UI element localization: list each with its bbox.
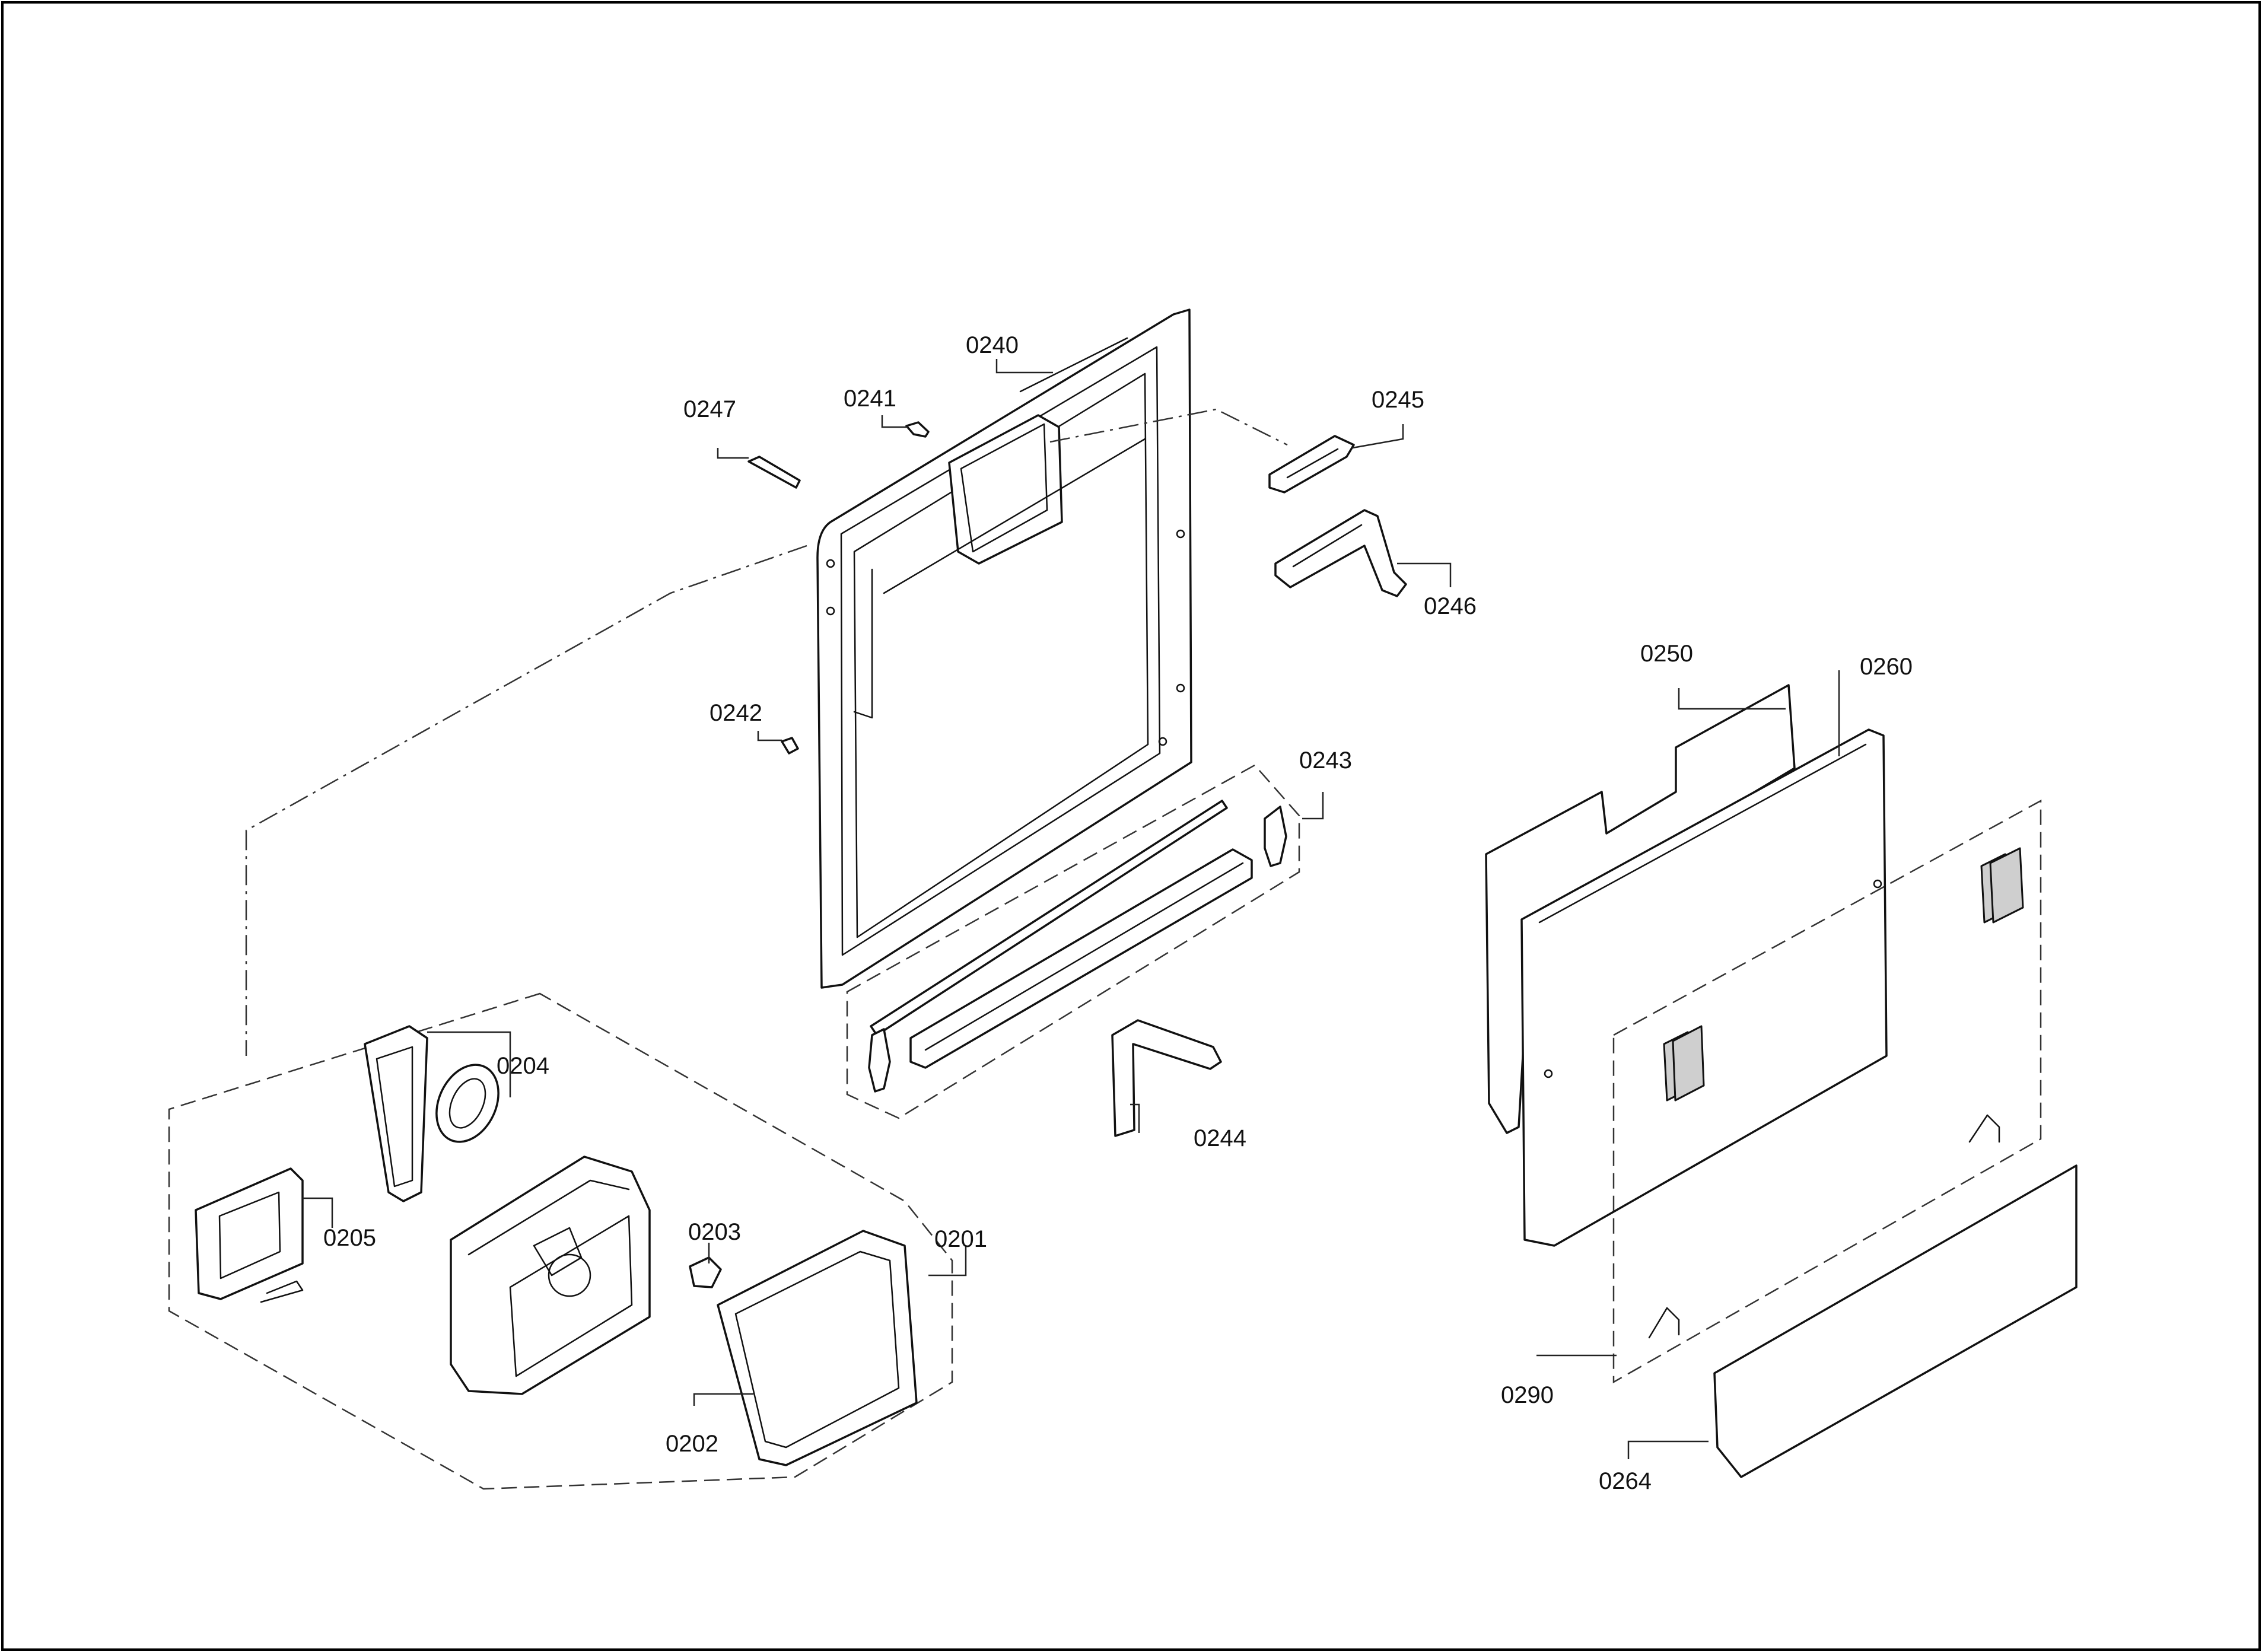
callout-0260: 0260 bbox=[1860, 654, 1913, 680]
part-0240-inner-door bbox=[816, 308, 1192, 989]
assembly-chain-line bbox=[245, 545, 807, 1056]
part-0250-insulation bbox=[1485, 684, 1796, 1134]
part-0243-rail bbox=[868, 800, 1287, 1093]
part-0242-screw bbox=[781, 737, 799, 755]
part-0244-bracket bbox=[1111, 1019, 1222, 1137]
callout-0244: 0244 bbox=[1194, 1125, 1246, 1151]
group-outline-0201 bbox=[168, 992, 953, 1490]
callout-0201: 0201 bbox=[934, 1226, 987, 1252]
callout-0242: 0242 bbox=[710, 700, 762, 726]
part-0202-frame bbox=[717, 1230, 918, 1466]
callout-0202: 0202 bbox=[666, 1431, 718, 1457]
callout-0243: 0243 bbox=[1299, 747, 1352, 774]
leader-lines bbox=[303, 359, 1840, 1459]
callout-0241: 0241 bbox=[844, 386, 896, 412]
callout-0246: 0246 bbox=[1424, 593, 1477, 619]
part-0247-screw bbox=[747, 456, 801, 489]
part-0205-panel bbox=[195, 1167, 304, 1303]
callout-0290: 0290 bbox=[1501, 1382, 1554, 1408]
part-0290-pads bbox=[1648, 847, 2024, 1339]
callout-0247: 0247 bbox=[683, 396, 736, 422]
callout-0204: 0204 bbox=[497, 1053, 549, 1079]
callout-0203: 0203 bbox=[688, 1219, 741, 1245]
part-0245-latch bbox=[1268, 435, 1355, 494]
part-control-module bbox=[450, 1156, 651, 1395]
part-0246-lever bbox=[1274, 509, 1407, 597]
part-0241-screw bbox=[905, 421, 930, 438]
assembly-chain-line-right bbox=[1049, 408, 1288, 446]
callout-0240: 0240 bbox=[966, 332, 1019, 358]
part-0264-kick-panel bbox=[1713, 1164, 2078, 1478]
callout-0205: 0205 bbox=[323, 1225, 376, 1251]
group-outline-0290 bbox=[1612, 799, 2042, 1384]
part-0204-handle bbox=[364, 1025, 500, 1202]
callout-0250: 0250 bbox=[1640, 641, 1693, 667]
callout-0245: 0245 bbox=[1372, 387, 1424, 413]
group-outline-0243 bbox=[846, 764, 1300, 1119]
callout-0264: 0264 bbox=[1599, 1468, 1652, 1494]
part-0203-clip bbox=[689, 1256, 722, 1288]
